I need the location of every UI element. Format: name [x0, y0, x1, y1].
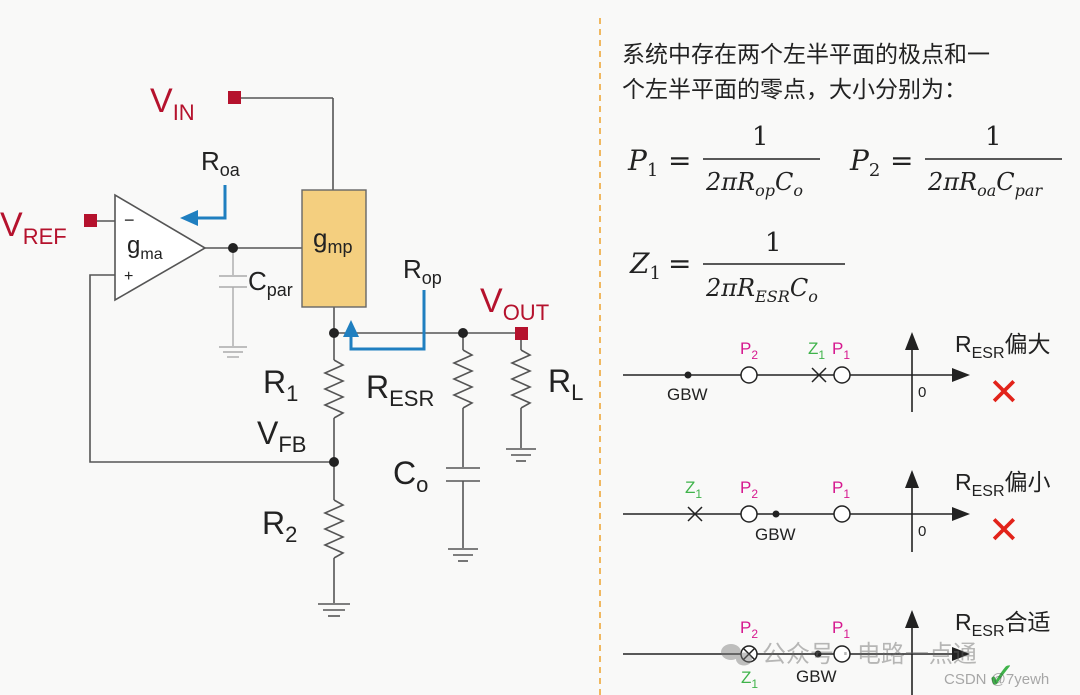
real-axis-arrow [952, 368, 970, 382]
gbw-label: GBW [667, 385, 708, 404]
real-axis-arrow [952, 507, 970, 521]
label-resr: RESR [366, 369, 434, 411]
p1-label: P1 [832, 478, 850, 501]
case-label: RESR偏小 [955, 469, 1051, 500]
label-rl: RL [548, 363, 583, 405]
gbw-dot [772, 510, 780, 518]
p1-label: P1 [832, 618, 850, 641]
junction-resr [458, 328, 468, 338]
origin-label: 0 [918, 384, 926, 401]
formula-p2-eq: = [890, 144, 913, 177]
pole-p1 [833, 645, 851, 663]
junction-gmp-out [329, 328, 339, 338]
p2-label: P2 [740, 618, 758, 641]
imag-axis-arrow [905, 610, 919, 628]
resistor-r2 [323, 499, 345, 559]
formula-p2-num: 1 [985, 122, 1002, 152]
formula-z1-eq: = [668, 247, 691, 280]
resistor-rl [510, 349, 532, 409]
pole-p1 [833, 505, 851, 523]
z1-label: Z1 [808, 339, 825, 362]
circuit-schematic [89, 97, 536, 617]
watermark: 公众号 · 电路一点通 CSDN @7yewh [721, 640, 1049, 688]
real-axis-arrow [952, 647, 970, 661]
label-vin: VIN [150, 82, 195, 125]
cross-mark-icon: ✕ [988, 510, 1020, 552]
label-vout: VOUT [480, 282, 549, 325]
zero-z1 [687, 506, 703, 522]
junction-vfb [329, 457, 339, 467]
amplifier-gma [114, 193, 207, 302]
formula-p2-lhs: P2 [849, 144, 880, 181]
gbw-label: GBW [755, 525, 796, 544]
origin-label: 0 [918, 523, 926, 540]
gbw-label: GBW [796, 667, 837, 686]
label-gmp: gmp [313, 223, 352, 257]
cross-mark-icon: ✕ [988, 372, 1020, 414]
imag-axis-arrow [905, 332, 919, 350]
label-rop: Rop [403, 254, 442, 288]
formula-p1-lhs: P1 [627, 144, 658, 181]
formula-p1-eq: = [668, 144, 691, 177]
wechat-icon [721, 644, 752, 666]
check-mark-icon: ✓ [986, 655, 1016, 695]
terminal-vout [515, 327, 528, 340]
resistor-resr [452, 349, 474, 409]
formula-p1-den: 2πRopCo [705, 168, 803, 200]
roa-arrow [195, 185, 227, 220]
pole-p1 [833, 366, 851, 384]
label-minus: − [124, 210, 135, 230]
csdn-label: CSDN @7yewh [944, 671, 1049, 688]
label-r1: R1 [263, 364, 298, 406]
label-roa: Roa [201, 146, 241, 180]
pole-p2 [740, 366, 758, 384]
label-plus: + [124, 268, 133, 285]
description-line-2: 个左半平面的零点，大小分别为： [622, 77, 967, 103]
label-r2: R2 [262, 505, 297, 547]
pz-plot-resr-proper: P2 Z1 GBW P1 RESR合适 ✓ [623, 609, 1051, 695]
gbw-dot [814, 650, 822, 658]
formula-z1-den: 2πRESRCo [705, 274, 818, 306]
p2-label: P2 [740, 339, 758, 362]
label-gma: gma [127, 232, 163, 263]
terminal-vin [228, 91, 241, 104]
rop-arrow [349, 290, 426, 351]
wechat-account-label: 公众号 · 电路一点通 [762, 640, 977, 668]
zero-z1 [811, 367, 827, 383]
resistor-r1 [323, 359, 345, 419]
z1-label: Z1 [741, 668, 758, 691]
label-cpar: Cpar [248, 266, 293, 300]
pz-plot-resr-small: 0 Z1 P2 GBW P1 RESR偏小 ✕ [623, 469, 1051, 552]
junction-amp-out [228, 243, 238, 253]
label-vfb: VFB [257, 415, 306, 457]
p1-label: P1 [832, 339, 850, 362]
wire-feedback [89, 274, 334, 463]
z1-label: Z1 [685, 478, 702, 501]
zero-z1 [742, 647, 756, 661]
roa-arrowhead [180, 210, 198, 226]
pz-plot-resr-large: 0 GBW P2 Z1 P1 RESR偏大 ✕ [623, 331, 1051, 414]
formula-z1-lhs: Z1 [629, 247, 661, 284]
imag-axis-arrow [905, 470, 919, 488]
pole-p2 [740, 505, 758, 523]
case-label: RESR偏大 [955, 331, 1051, 362]
rop-arrowhead [343, 320, 359, 337]
p2-label: P2 [740, 478, 758, 501]
label-co: Co [393, 455, 428, 497]
formula-z1-num: 1 [765, 228, 782, 258]
case-label: RESR合适 [955, 609, 1051, 640]
gmp-transistor-box [301, 189, 367, 308]
terminal-vref [84, 214, 97, 227]
description-line-1: 系统中存在两个左半平面的极点和一 [622, 42, 990, 68]
label-vref: VREF [0, 206, 67, 249]
gbw-dot [684, 371, 692, 379]
formula-p2-den: 2πRoaCpar [927, 168, 1043, 200]
formula-p1-num: 1 [752, 122, 769, 152]
